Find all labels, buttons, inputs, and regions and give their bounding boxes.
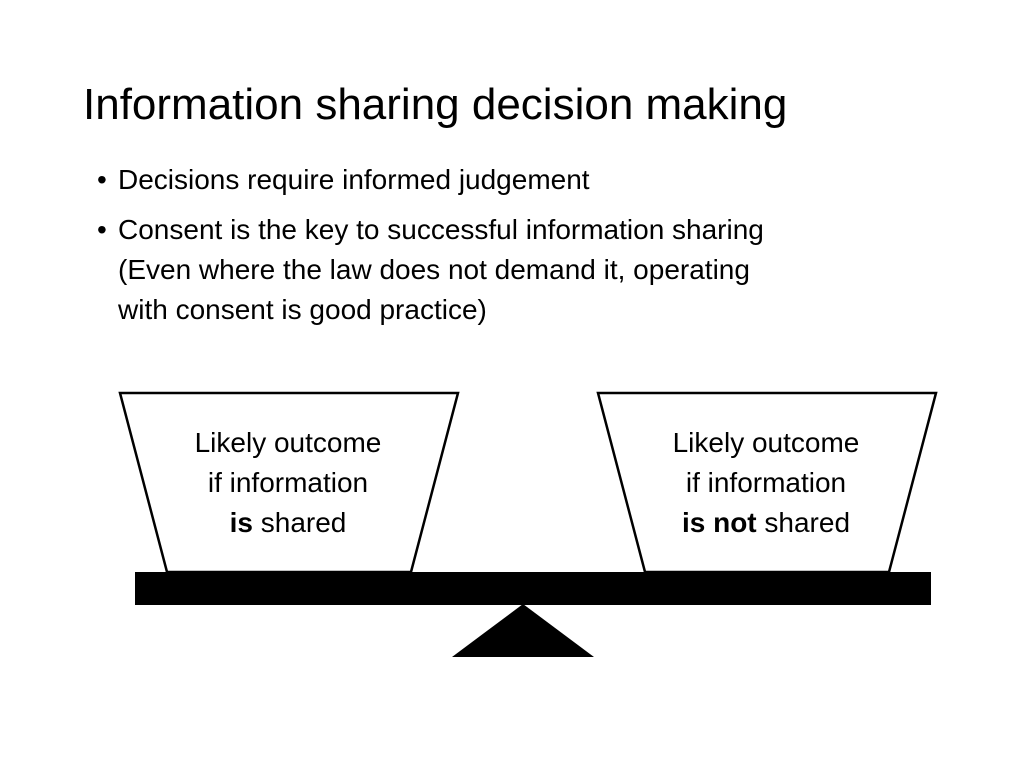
bullet-text: with consent is good practice) [118,294,487,325]
right-pan-line-3: is not shared [626,503,906,543]
slide-title: Information sharing decision making [83,80,788,129]
bullet-marker: • [97,214,107,245]
right-pan-suffix: shared [756,507,851,538]
right-pan-emphasis: is not [681,507,757,538]
left-pan-line-2: if information [207,467,369,498]
left-pan-line-1: Likely outcome [194,427,382,458]
left-pan-line-3: is shared [148,503,428,543]
bullet-marker: • [97,164,107,195]
scale-fulcrum [452,604,594,657]
scale-beam [135,572,931,605]
left-pan-suffix: shared [252,507,347,538]
left-pan-label: Likely outcome if information is shared [148,423,428,543]
bullet-text: Decisions require informed judgement [118,164,590,195]
right-pan-line-1: Likely outcome [672,427,860,458]
right-pan-label: Likely outcome if information is not sha… [626,423,906,543]
bullet-item: • Decisions require informed judgement [97,160,764,200]
bullet-text: (Even where the law does not demand it, … [118,254,750,285]
bullet-text: Consent is the key to successful informa… [118,214,764,245]
bullet-item: • Consent is the key to successful infor… [97,210,764,330]
left-pan-emphasis: is [229,507,253,538]
bullet-list: • Decisions require informed judgement •… [97,160,764,340]
right-pan-line-2: if information [685,467,847,498]
